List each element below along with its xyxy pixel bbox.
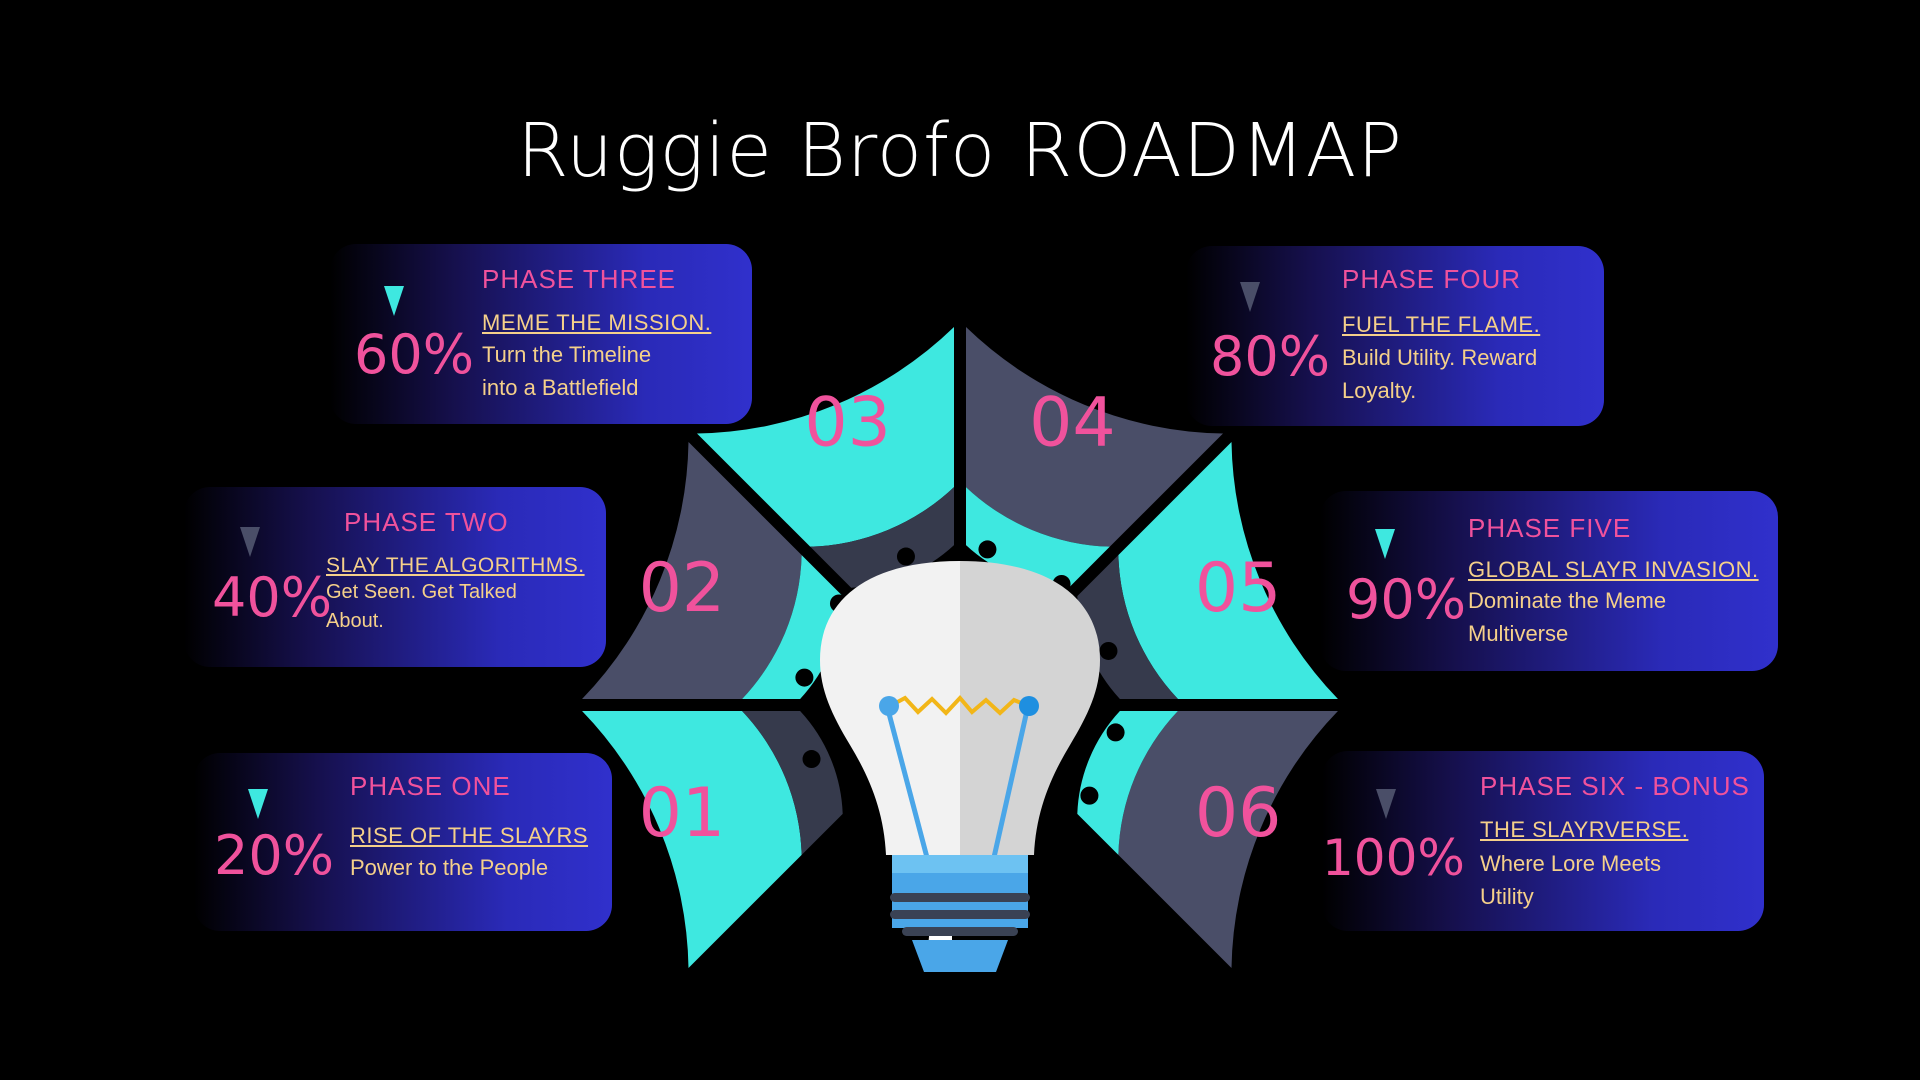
phase-four-description: Build Utility. Reward Loyalty. <box>1342 341 1537 407</box>
phase-one-percent: 20% <box>214 824 335 887</box>
segment-one <box>582 710 802 969</box>
cyan-triangle-icon <box>384 286 404 316</box>
phase-six-percent: 100% <box>1322 829 1465 887</box>
segment-number-one: 01 <box>639 774 726 853</box>
phase-five-description: Dominate the Meme Multiverse <box>1468 584 1666 650</box>
phase-six-subtitle: THE SLAYRVERSE. <box>1480 817 1689 842</box>
inner-segment-six <box>1077 710 1178 855</box>
gear-tooth <box>1080 786 1099 805</box>
phase-one-description: Power to the People <box>350 851 548 884</box>
gear-tooth <box>1099 641 1118 660</box>
segment-six <box>1118 710 1338 969</box>
phase-four-desc-line1: Build Utility. Reward <box>1342 345 1538 370</box>
phase-one-desc-line1: Power to the People <box>350 855 549 880</box>
segment-number-three: 03 <box>804 383 891 462</box>
phase-five-percent: 90% <box>1346 568 1467 631</box>
inner-segment-five <box>1077 555 1178 700</box>
phase-three-description: Turn the Timeline into a Battlefield <box>482 338 651 404</box>
segment-number-five: 05 <box>1195 549 1282 628</box>
phase-four-desc-line2: Loyalty. <box>1342 378 1417 403</box>
phase-three-desc-line2: into a Battlefield <box>482 375 639 400</box>
phase-two-desc-line2: About. <box>326 610 384 632</box>
grey-triangle-icon <box>1240 282 1260 312</box>
page-title: Ruggie Brofo ROADMAP <box>517 108 1403 194</box>
phase-six-label: PHASE SIX - BONUS <box>1480 771 1750 801</box>
segment-number-six: 06 <box>1195 774 1282 853</box>
phase-four-subtitle: FUEL THE FLAME. <box>1342 312 1541 337</box>
phase-five-label: PHASE FIVE <box>1468 513 1632 543</box>
phase-five-subtitle: GLOBAL SLAYR INVASION. <box>1468 557 1759 582</box>
segment-three <box>696 327 955 547</box>
phase-six-desc-line2: Utility <box>1480 884 1534 909</box>
phase-six-card: 100% PHASE SIX - BONUS THE SLAYRVERSE. W… <box>1322 751 1764 931</box>
cyan-triangle-icon <box>248 789 268 819</box>
phase-five-card: 90% PHASE FIVE GLOBAL SLAYR INVASION. Do… <box>1320 491 1778 671</box>
phase-one-card: 20% PHASE ONE RISE OF THE SLAYRS Power t… <box>194 753 612 931</box>
gear-tooth <box>978 540 997 559</box>
phase-two-subtitle: SLAY THE ALGORITHMS. <box>326 554 585 577</box>
segment-numbers: 01 02 03 04 05 06 <box>639 383 1282 853</box>
segment-number-four: 04 <box>1029 383 1116 462</box>
phase-four-label: PHASE FOUR <box>1342 264 1522 294</box>
phase-two-label: PHASE TWO <box>344 507 509 537</box>
phase-three-label: PHASE THREE <box>482 264 677 294</box>
gear-tooth <box>1106 723 1125 742</box>
inner-segment-two <box>742 555 843 700</box>
inner-ring <box>742 487 1178 855</box>
phase-three-percent: 60% <box>354 323 475 386</box>
phase-four-card: 80% PHASE FOUR FUEL THE FLAME. Build Uti… <box>1186 246 1604 426</box>
phase-six-desc-line1: Where Lore Meets <box>1480 851 1661 876</box>
phase-six-description: Where Lore Meets Utility <box>1480 847 1661 913</box>
gear-tooth <box>802 750 821 769</box>
cyan-triangle-icon <box>1375 529 1395 559</box>
phase-one-label: PHASE ONE <box>350 771 511 801</box>
segment-five <box>1118 441 1338 700</box>
phase-three-card: 60% PHASE THREE MEME THE MISSION. Turn t… <box>330 244 752 424</box>
segment-two <box>582 441 802 700</box>
inner-segment-three <box>810 487 955 588</box>
phase-five-desc-line1: Dominate the Meme <box>1468 588 1667 613</box>
grey-triangle-icon <box>240 527 260 557</box>
lightbulb-icon <box>820 561 1100 972</box>
segment-four <box>965 327 1224 547</box>
gear-tooth <box>896 547 915 566</box>
phase-two-card: 40% PHASE TWO SLAY THE ALGORITHMS. Get S… <box>184 487 606 667</box>
inner-segment-four <box>965 487 1110 588</box>
phase-one-subtitle: RISE OF THE SLAYRS <box>350 823 589 848</box>
inner-segment-one <box>742 710 843 855</box>
phase-two-description: Get Seen. Get Talked About. <box>326 578 517 636</box>
phase-three-subtitle: MEME THE MISSION. <box>482 310 712 335</box>
gear-tooth <box>795 668 814 687</box>
phase-five-desc-line2: Multiverse <box>1468 621 1569 646</box>
phase-two-percent: 40% <box>212 566 333 629</box>
segment-number-two: 02 <box>639 549 726 628</box>
phase-two-desc-line1: Get Seen. Get Talked <box>326 581 517 603</box>
phase-four-percent: 80% <box>1210 325 1331 388</box>
grey-triangle-icon <box>1376 789 1396 819</box>
wheel-segments <box>582 327 1338 969</box>
phase-three-desc-line1: Turn the Timeline <box>482 342 652 367</box>
